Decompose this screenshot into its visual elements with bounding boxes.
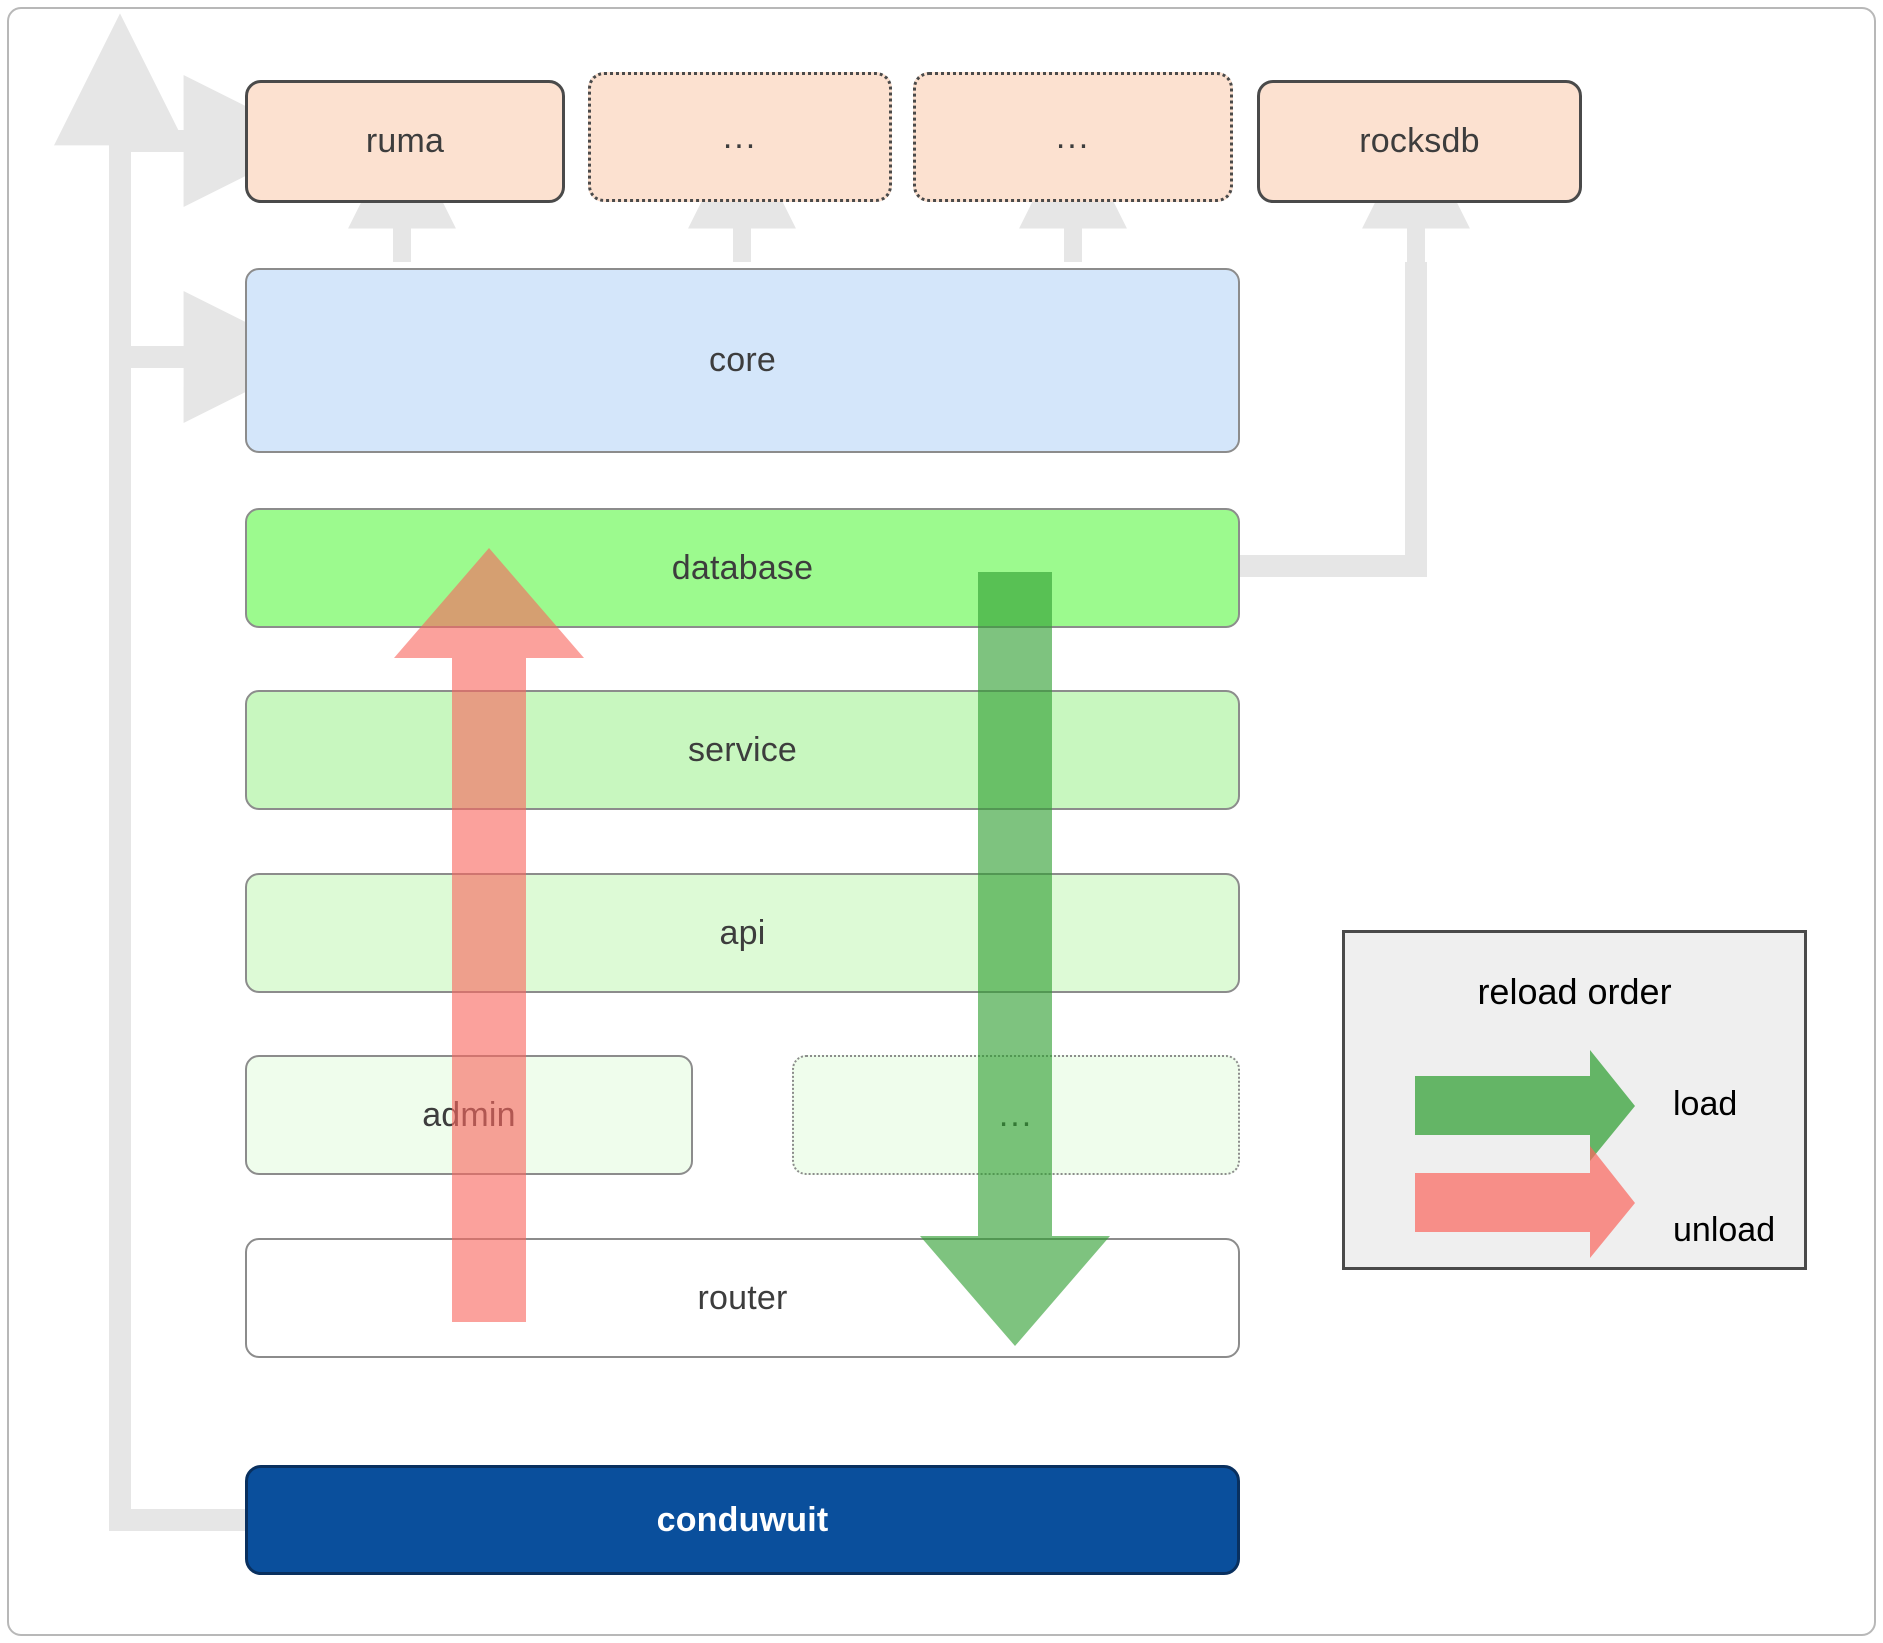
layer-label-service: service (687, 730, 798, 769)
layer-label-database: database (671, 548, 814, 587)
legend-box: reload order load unload (1342, 930, 1807, 1270)
layer-node-router[interactable]: router (245, 1238, 1240, 1358)
legend-label-load: load (1673, 1085, 1738, 1123)
connector-database-to-rocksdb (1240, 120, 1470, 577)
dependency-label-ruma: ruma (365, 122, 445, 160)
dependency-node-ellipsis-2[interactable]: ... (913, 72, 1233, 202)
layer-node-admin[interactable]: admin (245, 1055, 693, 1175)
dependency-node-rocksdb[interactable]: rocksdb (1257, 80, 1582, 203)
dependency-node-ellipsis-1[interactable]: ... (588, 72, 892, 202)
layer-label-admin: admin (422, 1095, 516, 1134)
layer-node-core[interactable]: core (245, 268, 1240, 453)
layer-label-ellipsis: ... (998, 1095, 1034, 1134)
dependency-node-ruma[interactable]: ruma (245, 80, 565, 203)
dependency-label-ellipsis-2: ... (1055, 117, 1091, 156)
layer-label-core: core (709, 341, 776, 379)
connector-conduwuit-to-ruma (54, 13, 316, 1531)
layer-node-service[interactable]: service (245, 690, 1240, 810)
legend-title: reload order (1477, 971, 1672, 1012)
dependency-label-ellipsis-1: ... (722, 117, 758, 156)
legend-load-arrow-icon (1415, 1050, 1635, 1161)
binary-label-conduwuit: conduwuit (656, 1500, 829, 1539)
layer-label-router: router (697, 1278, 788, 1317)
layer-node-api[interactable]: api (245, 873, 1240, 993)
layer-label-api: api (719, 913, 766, 952)
legend-label-unload: unload (1673, 1211, 1776, 1249)
layer-node-database[interactable]: database (245, 508, 1240, 628)
legend-unload-arrow-icon (1415, 1146, 1635, 1258)
binary-node-conduwuit[interactable]: conduwuit (245, 1465, 1240, 1575)
legend-arrow-layer (1415, 1050, 1635, 1258)
layer-node-ellipsis[interactable]: ... (792, 1055, 1240, 1175)
dependency-label-rocksdb: rocksdb (1359, 122, 1480, 160)
